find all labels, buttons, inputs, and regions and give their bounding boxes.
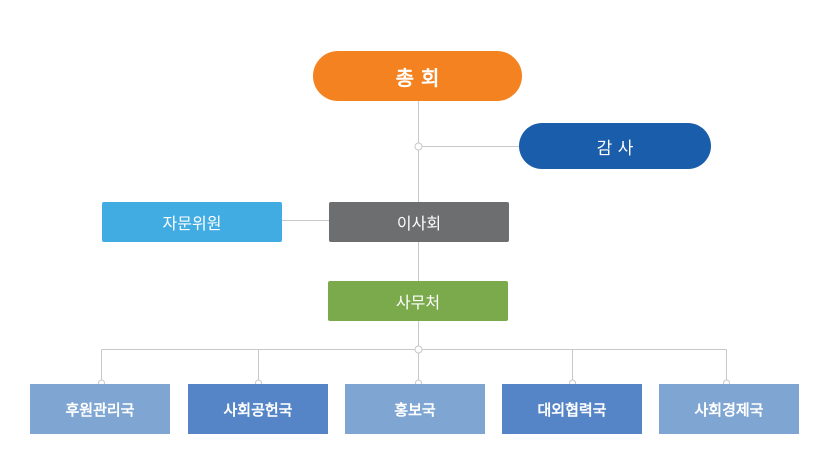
- advisory-committee-label: 자문위원: [162, 214, 222, 233]
- audit-label: 감 사: [596, 138, 634, 159]
- audit-node: 감 사: [519, 123, 711, 169]
- general-assembly-label: 총 회: [395, 65, 440, 90]
- department-label: 홍보국: [394, 400, 436, 419]
- department-node-social-contribution: 사회공헌국: [188, 384, 328, 434]
- department-node-fundraising: 후원관리국: [30, 384, 170, 434]
- advisory-committee-node: 자문위원: [102, 202, 282, 242]
- junction-dot: [414, 345, 423, 354]
- junction-dot: [414, 142, 423, 151]
- secretariat-node: 사무처: [328, 281, 508, 321]
- department-node-social-economy: 사회경제국: [659, 384, 799, 434]
- department-node-external-cooperation: 대외협력국: [502, 384, 642, 434]
- board-of-directors-node: 이사회: [329, 202, 509, 242]
- board-of-directors-label: 이사회: [396, 214, 442, 233]
- department-label: 사회경제국: [694, 400, 764, 419]
- department-node-public-relations: 홍보국: [345, 384, 485, 434]
- general-assembly-node: 총 회: [313, 51, 522, 101]
- department-label: 후원관리국: [65, 400, 135, 419]
- department-label: 대외협력국: [537, 400, 607, 419]
- department-label: 사회공헌국: [223, 400, 293, 419]
- secretariat-label: 사무처: [395, 293, 441, 312]
